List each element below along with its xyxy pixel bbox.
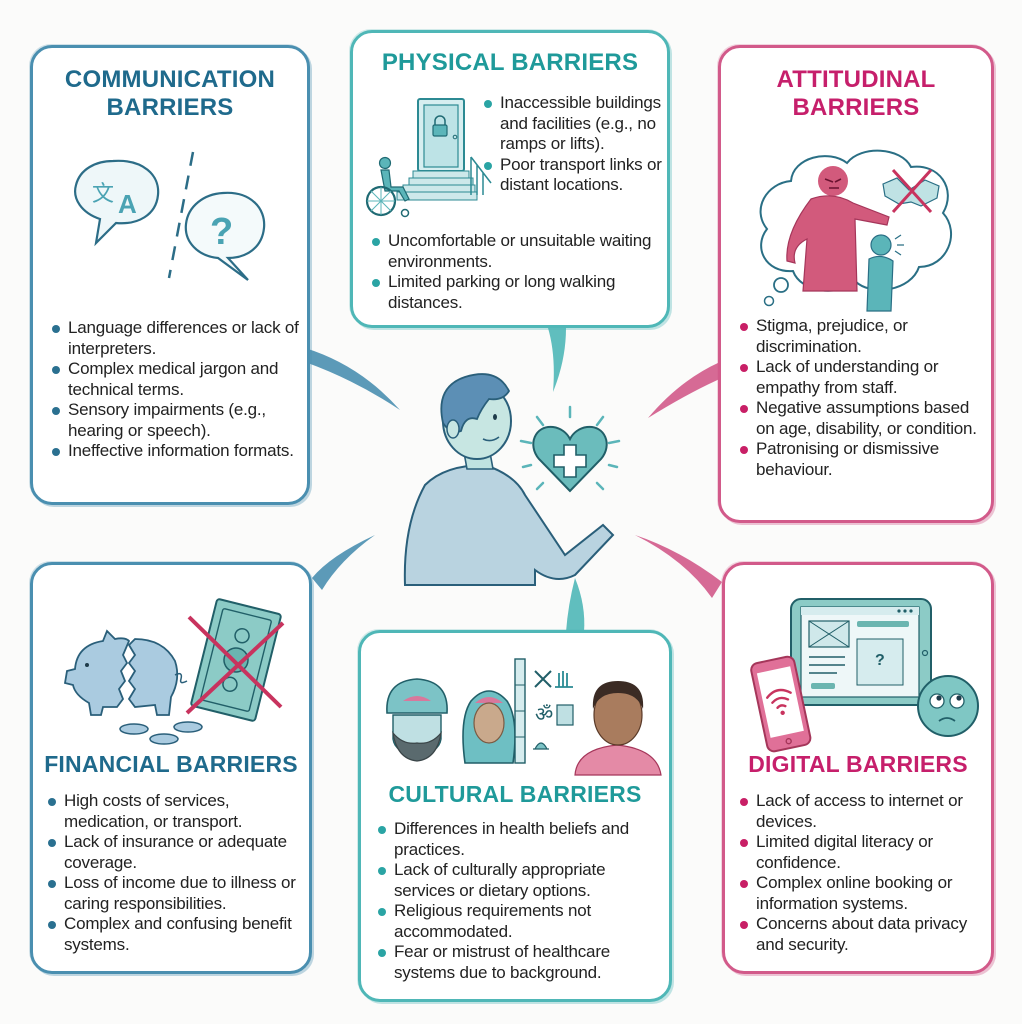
list-item: Complex online booking or information sy… xyxy=(737,873,993,914)
communication-barriers-panel: COMMUNICATION BARRIERS 文 A ? Language di… xyxy=(30,45,310,505)
financial-title: FINANCIAL BARRIERS xyxy=(44,751,298,777)
list-item: Limited digital literacy or confidence. xyxy=(737,832,993,873)
attitudinal-title: ATTITUDINAL BARRIERS xyxy=(721,66,991,121)
smartphone-wifi-icon xyxy=(750,655,812,753)
list-item: Loss of income due to illness or caring … xyxy=(45,873,309,914)
coins-icon xyxy=(119,721,203,745)
turban-person-icon xyxy=(386,678,448,762)
communication-list: Language differences or lack of interpre… xyxy=(49,318,304,462)
tablet-webpage-icon: ? xyxy=(790,598,932,706)
question-speech-bubble-icon: ? xyxy=(184,191,266,281)
attitudinal-list: Stigma, prejudice, or discrimination. La… xyxy=(737,316,992,480)
communication-title-line1: COMMUNICATION xyxy=(64,66,276,93)
wheelchair-icon xyxy=(365,156,410,218)
communication-title: COMMUNICATION BARRIERS xyxy=(33,66,307,121)
list-item: Uncomfortable or unsuitable waiting envi… xyxy=(369,231,665,272)
locked-door-stairs-icon xyxy=(396,98,492,201)
svg-text:A: A xyxy=(118,189,137,219)
svg-text:ॐ: ॐ xyxy=(535,702,553,726)
angry-pointing-person-icon xyxy=(786,166,890,292)
list-item: Concerns about data privacy and security… xyxy=(737,914,993,955)
heart-plus-icon xyxy=(519,405,621,493)
list-item: Lack of understanding or empathy from st… xyxy=(737,357,992,398)
list-item: Fear or mistrust of healthcare systems d… xyxy=(375,942,667,983)
communication-title-line2: BARRIERS xyxy=(106,93,234,121)
religious-symbols-icon: ॐ xyxy=(514,658,574,764)
cowering-person-icon xyxy=(866,234,904,312)
list-item: Lack of access to internet or devices. xyxy=(737,791,993,832)
list-item: Complex and confusing benefit systems. xyxy=(45,914,309,955)
attitudinal-title-line2: BARRIERS xyxy=(792,93,920,121)
hijab-person-icon xyxy=(462,690,516,764)
cultural-list: Differences in health beliefs and practi… xyxy=(375,819,667,983)
financial-list: High costs of services, medication, or t… xyxy=(45,791,309,955)
list-item: Poor transport links or distant location… xyxy=(481,155,669,196)
confused-face-icon xyxy=(917,675,979,737)
cultural-barriers-panel: ॐ CULTURAL BARRIERS Differences in healt… xyxy=(358,630,672,1002)
financial-barriers-panel: FINANCIAL BARRIERS High costs of service… xyxy=(30,562,312,974)
svg-text:?: ? xyxy=(875,652,885,669)
attitudinal-title-line1: ATTITUDINAL xyxy=(776,66,936,93)
list-item: Inaccessible buildings and facilities (e… xyxy=(481,93,669,155)
physical-title: PHYSICAL BARRIERS xyxy=(381,49,639,76)
list-item: Complex medical jargon and technical ter… xyxy=(49,359,304,400)
person-icon xyxy=(403,373,615,586)
physical-barriers-panel: PHYSICAL BARRIERS Inaccessible buildings… xyxy=(350,30,670,328)
attitudinal-barriers-panel: ATTITUDINAL BARRIERS Stigma, prejudice, … xyxy=(718,45,994,523)
list-item: High costs of services, medication, or t… xyxy=(45,791,309,832)
svg-text:文: 文 xyxy=(92,182,114,207)
list-item: Patronising or dismissive behaviour. xyxy=(737,439,992,480)
list-item: Sensory impairments (e.g., hearing or sp… xyxy=(49,400,304,441)
digital-barriers-panel: ? DIGITAL BARRIERS Lack of access to int… xyxy=(722,562,994,974)
digital-title: DIGITAL BARRIERS xyxy=(748,751,968,777)
list-item: Language differences or lack of interpre… xyxy=(49,318,304,359)
crossed-banknote-icon xyxy=(185,598,285,722)
digital-list: Lack of access to internet or devices. L… xyxy=(737,791,993,955)
physical-list-bottom: Uncomfortable or unsuitable waiting envi… xyxy=(369,231,665,313)
list-item: Religious requirements not accommodated. xyxy=(375,901,667,942)
broken-piggy-bank-icon xyxy=(63,629,188,716)
list-item: Lack of insurance or adequate coverage. xyxy=(45,832,309,873)
divider-dashed-line xyxy=(167,151,195,279)
list-item: Stigma, prejudice, or discrimination. xyxy=(737,316,992,357)
list-item: Ineffective information formats. xyxy=(49,441,304,462)
svg-text:?: ? xyxy=(210,211,233,253)
list-item: Negative assumptions based on age, disab… xyxy=(737,398,992,439)
crossed-handshake-icon xyxy=(882,168,940,214)
list-item: Differences in health beliefs and practi… xyxy=(375,819,667,860)
list-item: Lack of culturally appropriate services … xyxy=(375,860,667,901)
cultural-title: CULTURAL BARRIERS xyxy=(388,781,642,807)
physical-list-top: Inaccessible buildings and facilities (e… xyxy=(481,93,669,196)
list-item: Limited parking or long walking distance… xyxy=(369,272,665,313)
person-icon xyxy=(574,681,662,776)
translate-speech-bubble-icon: 文 A xyxy=(74,159,160,247)
